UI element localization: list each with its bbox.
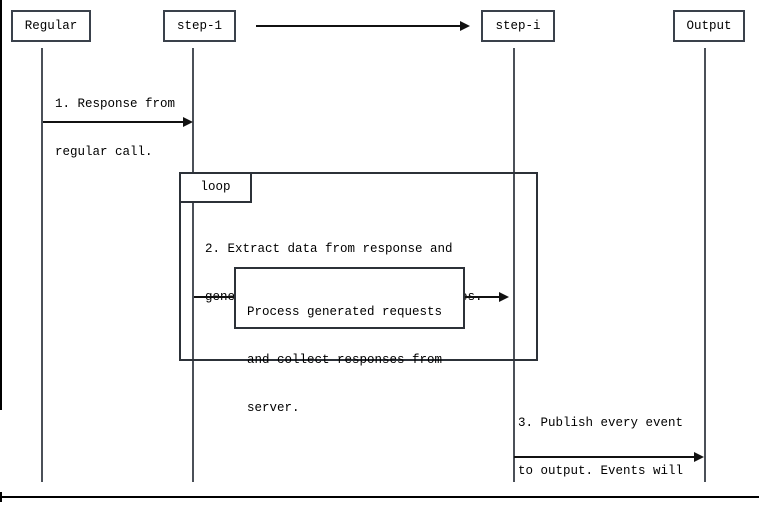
- message-1-text: 1. Response from regular call.: [55, 64, 175, 192]
- lifeline-step-i: [513, 48, 515, 482]
- message-3-arrow: [514, 452, 704, 462]
- message-1-arrowhead-right-icon: [183, 117, 193, 127]
- message-2-arrow: [465, 292, 509, 302]
- actor-label-regular: Regular: [24, 19, 78, 33]
- message-1-arrow-shaft: [43, 121, 187, 123]
- message-3-arrowhead-right-icon: [694, 452, 704, 462]
- lifeline-step-1: [192, 48, 194, 482]
- process-box-line-3: server.: [247, 401, 300, 415]
- message-1-line-1: 1. Response from: [55, 97, 176, 111]
- chain-arrow-shaft: [256, 25, 464, 27]
- process-box-line-2: and collect responses from: [247, 353, 443, 367]
- message-2-line-1: 2. Extract data from response and: [205, 242, 453, 256]
- chain-arrowhead-right-icon: [460, 21, 470, 31]
- window-bottom-border: [0, 496, 759, 498]
- message-2-arrow-shaft: [465, 296, 503, 298]
- actor-box-step-i: step-i: [481, 10, 555, 42]
- actor-label-step-i: step-i: [495, 19, 541, 33]
- actor-label-output: Output: [686, 19, 732, 33]
- process-box: Process generated requests and collect r…: [234, 267, 465, 415]
- message-1-line-2: regular call.: [55, 145, 153, 159]
- actor-label-step-1: step-1: [176, 19, 222, 33]
- actor-box-regular: Regular: [11, 10, 91, 42]
- process-connector-line: [194, 296, 234, 298]
- message-1-arrow: [43, 117, 193, 127]
- loop-label: loop: [200, 180, 231, 194]
- lifeline-regular: [41, 48, 43, 482]
- message-2-arrowhead-right-icon: [499, 292, 509, 302]
- actor-box-output: Output: [673, 10, 745, 42]
- window-left-border: [0, 0, 2, 410]
- message-3-text: 3. Publish every event to output. Events…: [518, 383, 691, 508]
- loop-label-tab: loop: [179, 172, 252, 203]
- message-3-line-2: to output. Events will: [518, 464, 684, 478]
- loop-frame: [179, 172, 538, 361]
- actor-box-step-1: step-1: [163, 10, 236, 42]
- lifeline-output: [704, 48, 706, 482]
- message-3-arrow-shaft: [514, 456, 698, 458]
- message-3-line-1: 3. Publish every event: [518, 416, 684, 430]
- chain-arrow: [256, 21, 470, 31]
- process-box-line-1: Process generated requests: [247, 305, 443, 319]
